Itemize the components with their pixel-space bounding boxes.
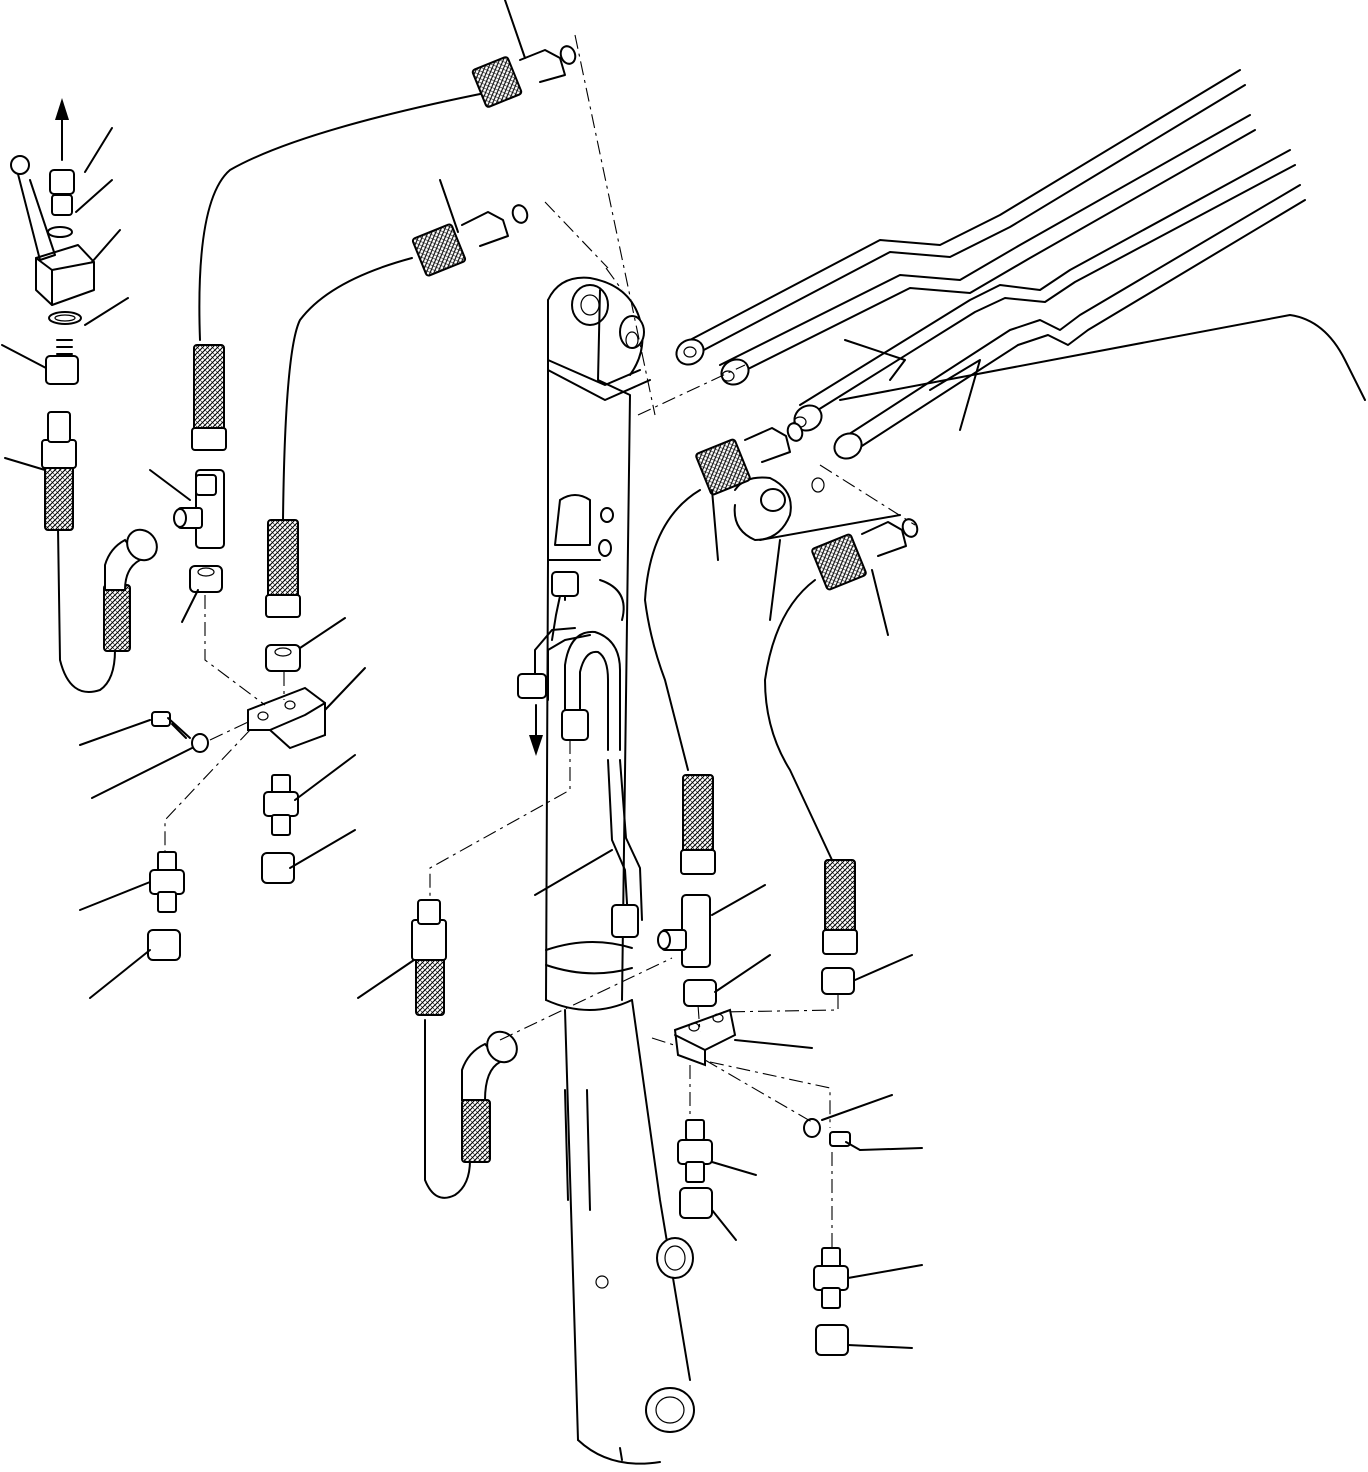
nut [147,565,855,1356]
hose-9 [41,411,491,1163]
hose-7 [680,774,716,875]
hose-8 [822,859,858,955]
arrow-down-icon [529,704,543,756]
hose-2 [411,179,529,277]
boom-arm [545,276,901,1465]
hose-6 [811,518,919,636]
bracket-right [673,1008,813,1067]
nipple [149,774,849,1309]
arrow-up-icon [55,98,69,161]
hose-1 [471,0,577,108]
center-lines [164,34,916,1248]
hose-3 [191,344,227,451]
hose-5 [695,422,804,561]
hand-valve [10,155,95,385]
bracket-left [247,667,366,750]
tee-left [149,469,225,549]
hydraulic-tubes [675,69,1366,460]
elbow [104,528,518,1101]
bolt [151,711,861,1151]
hoses [57,91,833,1199]
tee-right [657,884,766,968]
callout-leaders [1,127,923,1349]
hose-4 [265,519,301,618]
